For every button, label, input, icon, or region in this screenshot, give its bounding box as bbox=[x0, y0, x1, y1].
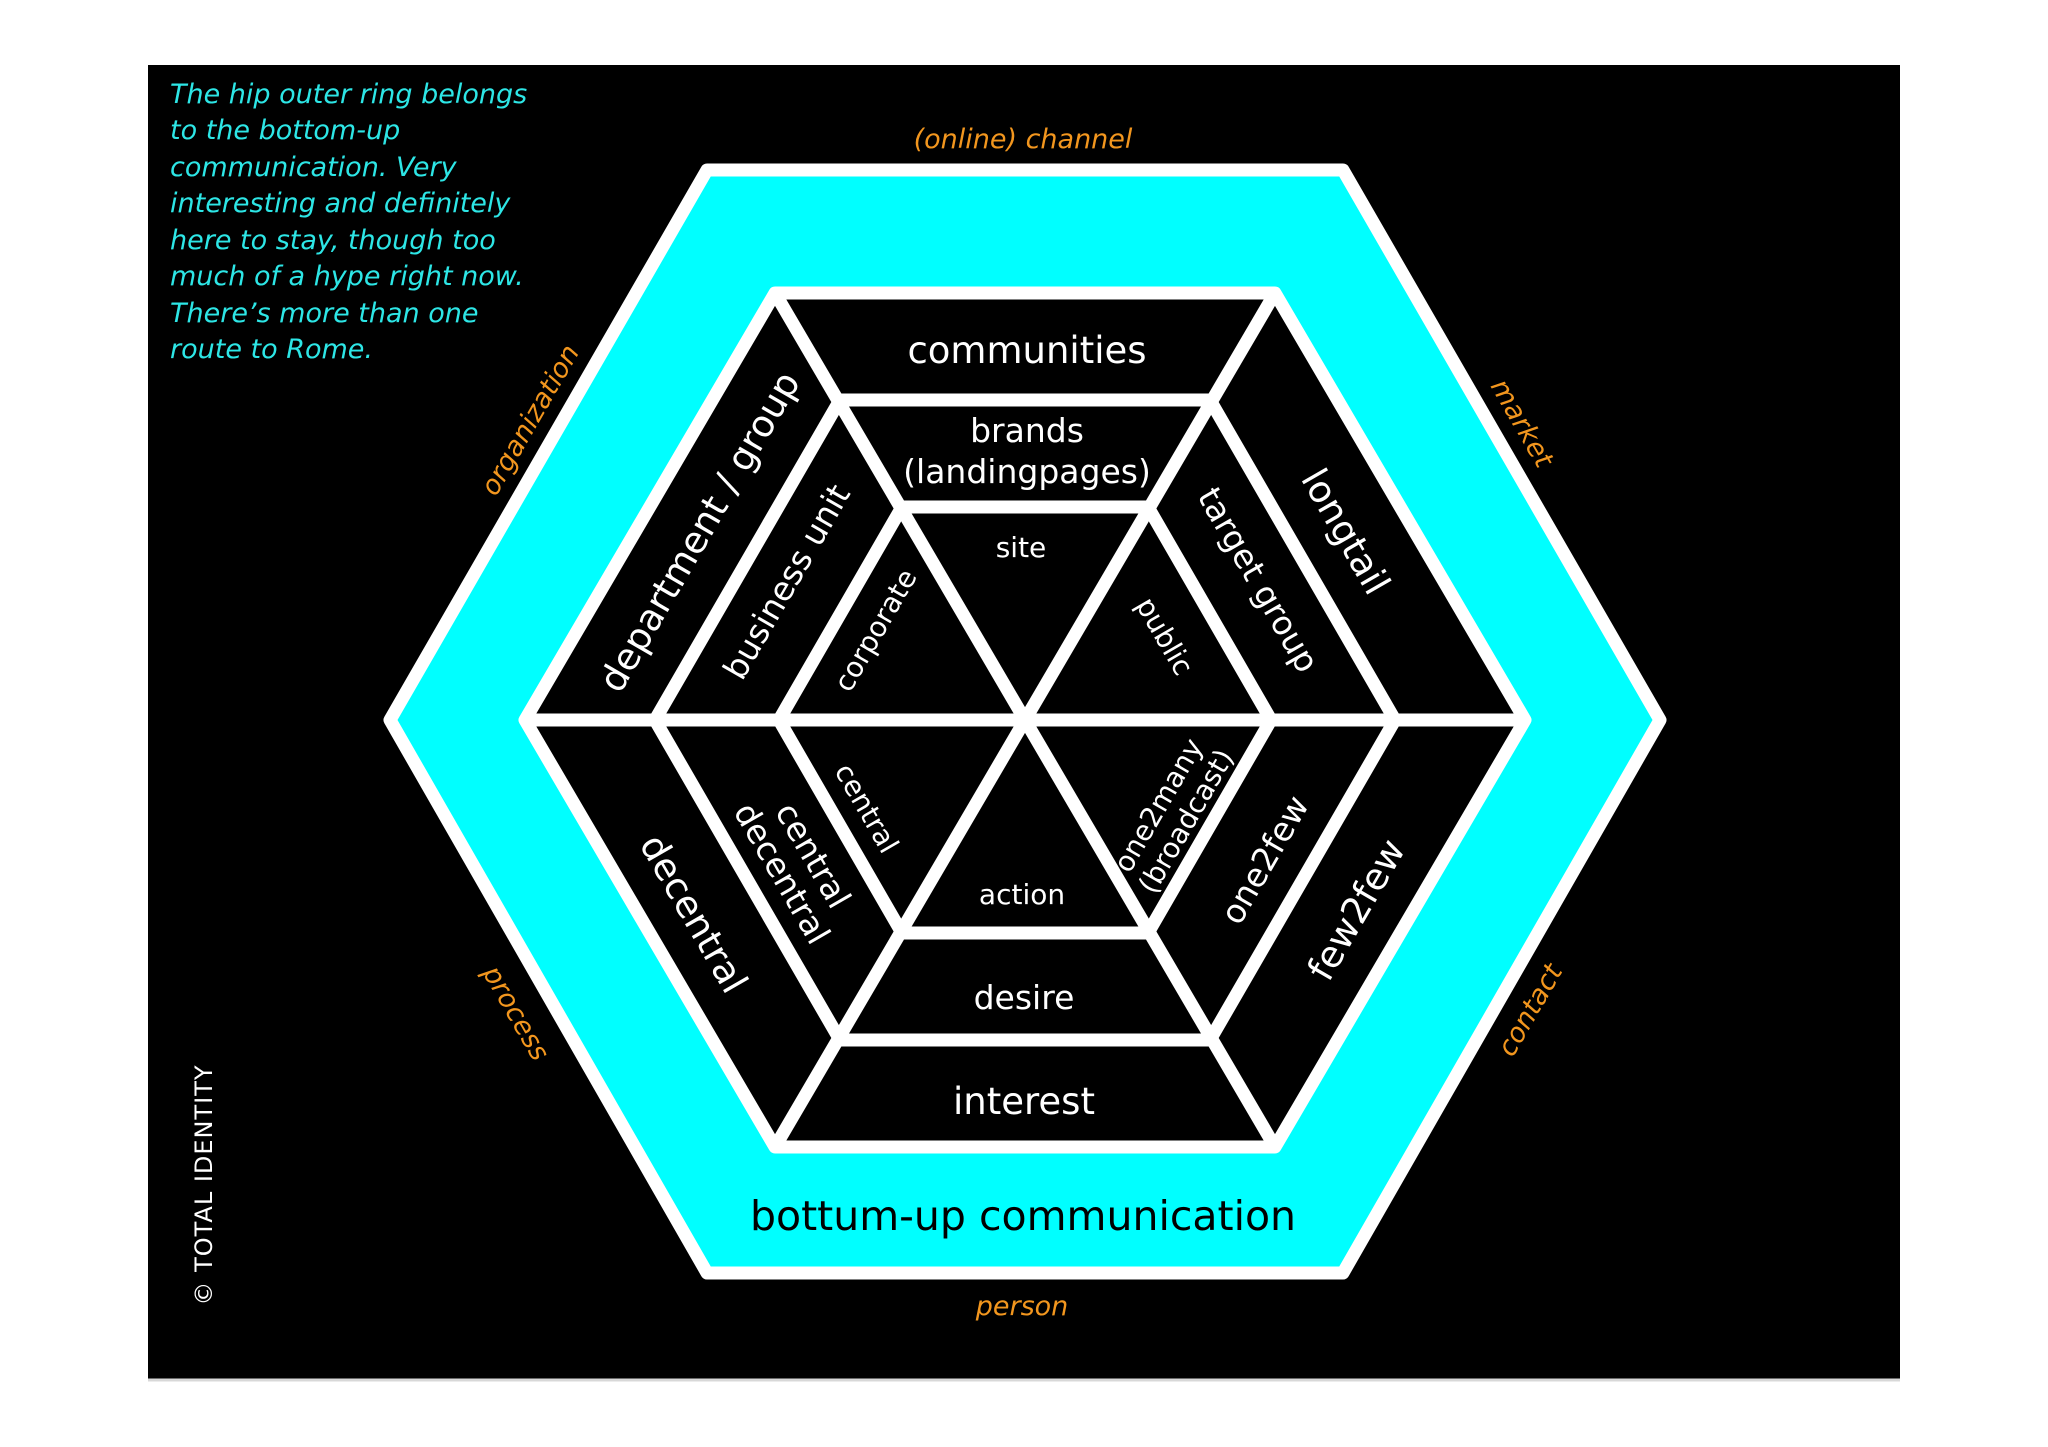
sector-bottom-middle: desire bbox=[974, 978, 1075, 1017]
sector-top-inner: site bbox=[996, 531, 1047, 564]
note-line: to the bottom-up bbox=[170, 115, 400, 146]
axis-label-top: (online) channel bbox=[914, 124, 1133, 155]
note-line: route to Rome. bbox=[170, 334, 373, 365]
note-line: interesting and definitely bbox=[170, 188, 511, 219]
copyright-label: © TOTAL IDENTITY bbox=[190, 1064, 218, 1305]
note-line: communication. Very bbox=[170, 152, 458, 183]
sector-top-outer: communities bbox=[907, 329, 1146, 372]
sector-top-middle-line1: brands bbox=[970, 411, 1084, 450]
note-line: The hip outer ring belongs bbox=[170, 79, 527, 110]
spoke-diagonal-b bbox=[769, 289, 1281, 1151]
note-line: much of a hype right now. bbox=[170, 261, 524, 292]
intro-note: The hip outer ring belongs to the bottom… bbox=[170, 79, 527, 365]
note-line: here to stay, though too bbox=[170, 225, 496, 256]
sector-bottom-outer: interest bbox=[953, 1080, 1095, 1123]
note-line: There’s more than one bbox=[170, 298, 478, 329]
sector-top-middle-line2: (landingpages) bbox=[903, 452, 1151, 491]
sector-bottom-inner: action bbox=[979, 878, 1065, 911]
outer-ring-label: bottum-up communication bbox=[750, 1192, 1296, 1240]
axis-label-bottom: person bbox=[975, 1291, 1069, 1322]
